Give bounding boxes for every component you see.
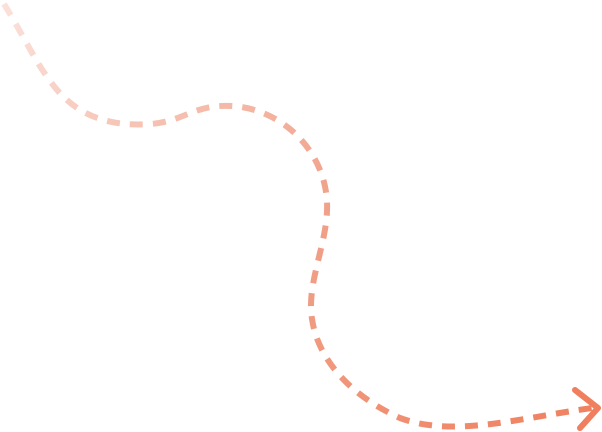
dashed-path <box>1 2 593 430</box>
arrowhead-icon <box>572 387 601 431</box>
